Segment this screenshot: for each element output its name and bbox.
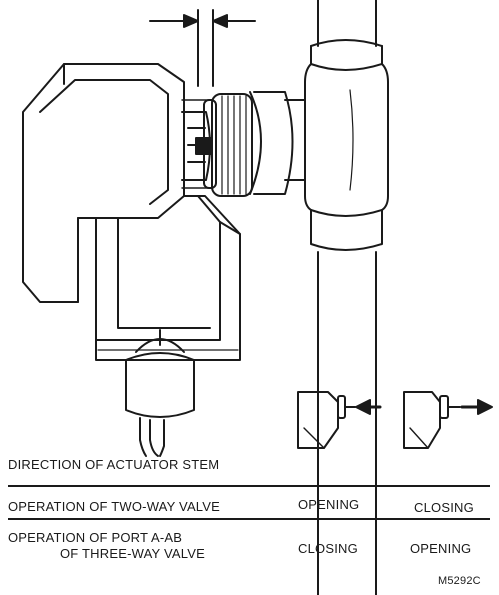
cable-connector [125, 329, 195, 457]
two-way-opening-value: OPENING [298, 497, 360, 512]
stem-indicator [181, 99, 213, 189]
divider-bottom [8, 518, 490, 520]
three-way-closing-value: CLOSING [298, 541, 358, 556]
actuator-housing [22, 63, 241, 361]
divider-top [8, 485, 490, 487]
actuator-retracted-icon [297, 391, 356, 449]
two-way-closing-value: CLOSING [414, 500, 474, 515]
actuator-extended-icon [403, 391, 461, 449]
pipe [284, 0, 389, 595]
port-label-line2: OF THREE-WAY VALVE [60, 546, 205, 561]
port-label-line1: OPERATION OF PORT A-AB [8, 530, 183, 545]
two-way-label: OPERATION OF TWO-WAY VALVE [8, 499, 221, 514]
dimension-arrows-icon [149, 9, 256, 87]
three-way-opening-value: OPENING [410, 541, 472, 556]
stem-extend-arrow-icon [460, 399, 493, 415]
figure-id: M5292C [438, 575, 481, 587]
valve-body [249, 91, 294, 195]
direction-label: DIRECTION OF ACTUATOR STEM [8, 457, 220, 472]
stem-retract-arrow-icon [355, 399, 382, 415]
